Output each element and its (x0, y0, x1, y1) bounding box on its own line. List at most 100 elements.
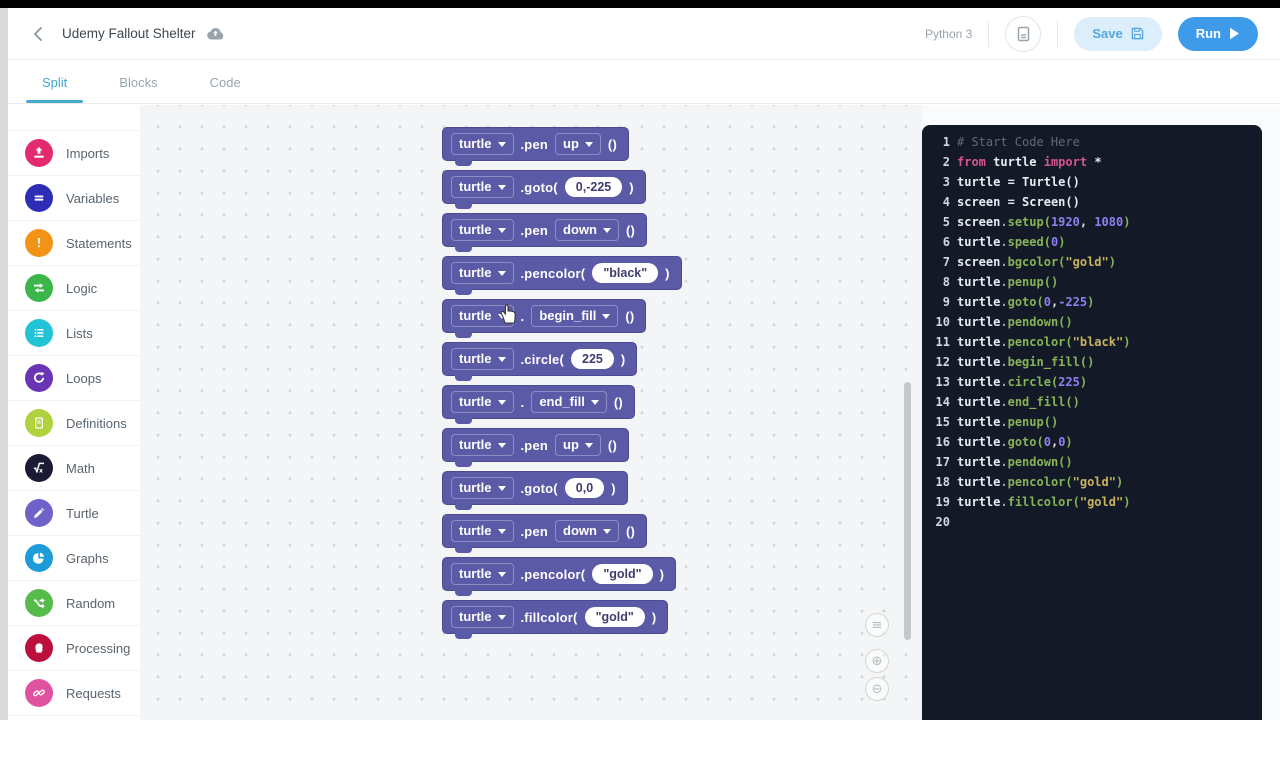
turtle-dropdown[interactable]: turtle (451, 520, 514, 542)
begin_fill-dropdown[interactable]: begin_fill (531, 305, 619, 327)
code-token: . (1000, 255, 1008, 269)
turtle-dropdown[interactable]: turtle (451, 348, 514, 370)
save-button[interactable]: Save (1074, 16, 1162, 51)
block-turtle-goto[interactable]: turtle.goto(0,0) (442, 471, 628, 510)
sidebar-item-variables[interactable]: Variables (8, 175, 140, 220)
code-token: turtle (957, 175, 1001, 189)
code-token: begin_fill() (1007, 355, 1095, 369)
sidebar-item-loops[interactable]: Loops (8, 355, 140, 400)
code-token: ) (1058, 235, 1066, 249)
sidebar-item-graphs[interactable]: Graphs (8, 535, 140, 580)
canvas-scrollbar[interactable] (904, 382, 911, 640)
sidebar-item-imports[interactable]: Imports (8, 130, 140, 175)
block-label: .pen (520, 222, 549, 238)
block-label: . (520, 308, 525, 324)
code-token: . (1000, 335, 1008, 349)
up-dropdown[interactable]: up (555, 133, 601, 155)
code-token: turtle (957, 495, 1001, 509)
sidebar-item-random[interactable]: Random (8, 580, 140, 625)
down-dropdown[interactable]: down (555, 520, 619, 542)
zoom-in-button[interactable]: ⊕ (865, 649, 889, 673)
block-label: .pen (520, 523, 549, 539)
block-turtle-pencolor[interactable]: turtle.pencolor("black") (442, 256, 682, 295)
sidebar-item-requests[interactable]: Requests (8, 670, 140, 715)
line-number: 7 (942, 255, 950, 269)
chevron-down-icon (497, 313, 506, 319)
code-token: 1920 (1050, 215, 1080, 229)
line-number: 8 (942, 275, 950, 289)
tab-blocks[interactable]: Blocks (119, 74, 158, 90)
block-turtle-circle[interactable]: turtle.circle(225) (442, 342, 638, 381)
tab-code[interactable]: Code (209, 74, 241, 90)
divider (988, 20, 990, 47)
turtle-dropdown[interactable]: turtle (451, 305, 514, 327)
code-token: screen (957, 195, 1001, 209)
sqrt-icon: x (25, 454, 53, 482)
block-turtle-fillcolor[interactable]: turtle.fillcolor("gold") (442, 600, 669, 639)
sidebar-item-logic[interactable]: Logic (8, 265, 140, 310)
sidebar-item-label: Turtle (66, 505, 99, 521)
sidebar-item-lists[interactable]: Lists (8, 310, 140, 355)
value-input[interactable]: "gold" (584, 607, 645, 627)
left-gutter (0, 8, 8, 720)
sidebar-item-turtle[interactable]: Turtle (8, 490, 140, 535)
code-token: setup( (1007, 215, 1051, 229)
block-turtle-begin-fill[interactable]: turtle. begin_fill () (442, 299, 647, 338)
code-token (986, 152, 993, 172)
center-blocks-button[interactable]: ≡ (865, 613, 889, 637)
chevron-down-icon (497, 399, 506, 405)
code-token (1037, 152, 1044, 172)
block-label: () (625, 308, 635, 324)
value-input[interactable]: 225 (571, 349, 614, 369)
code-token: turtle (957, 475, 1001, 489)
block-turtle-goto[interactable]: turtle.goto(0,-225) (442, 170, 646, 209)
sidebar-item-statements[interactable]: Statements (8, 220, 140, 265)
sidebar-item-processing[interactable]: Processing (8, 625, 140, 670)
zoom-out-button[interactable]: ⊖ (865, 677, 889, 701)
sidebar-item-definitions[interactable]: Definitions (8, 400, 140, 445)
tab-split[interactable]: Split (25, 61, 84, 103)
line-number: 19 (935, 495, 950, 509)
turtle-dropdown[interactable]: turtle (451, 391, 514, 413)
value-input[interactable]: 0,-225 (564, 177, 623, 197)
up-dropdown[interactable]: up (555, 434, 601, 456)
value-input[interactable]: "gold" (592, 564, 653, 584)
down-dropdown[interactable]: down (555, 219, 619, 241)
back-button[interactable] (26, 22, 50, 46)
turtle-dropdown[interactable]: turtle (451, 262, 514, 284)
block-label: ) (620, 351, 626, 367)
turtle-dropdown[interactable]: turtle (451, 219, 514, 241)
turtle-dropdown[interactable]: turtle (451, 477, 514, 499)
turtle-dropdown[interactable]: turtle (451, 606, 514, 628)
code-token: turtle (957, 275, 1001, 289)
floppy-save-icon (1131, 27, 1143, 40)
chevron-down-icon (497, 528, 506, 534)
code-token: . (1000, 475, 1008, 489)
logbook-button[interactable] (1005, 15, 1042, 52)
upload-icon (25, 139, 53, 167)
block-turtle-end-fill[interactable]: turtle.end_fill() (442, 385, 635, 424)
turtle-dropdown[interactable]: turtle (451, 563, 514, 585)
value-input[interactable]: 0,0 (564, 478, 605, 498)
turtle-dropdown[interactable]: turtle (451, 434, 514, 456)
run-button-label: Run (1195, 26, 1221, 41)
value-input[interactable]: "black" (592, 263, 659, 283)
turtle-dropdown[interactable]: turtle (451, 133, 514, 155)
run-button[interactable]: Run (1177, 16, 1258, 51)
sidebar-item-label: Logic (66, 280, 98, 296)
line-number: 10 (935, 315, 950, 329)
chevron-down-icon (497, 485, 506, 491)
turtle-dropdown[interactable]: turtle (451, 176, 514, 198)
code-token: ) (1065, 435, 1073, 449)
project-title: Udemy Fallout Shelter (62, 26, 196, 41)
block-turtle-pencolor[interactable]: turtle.pencolor("gold") (442, 557, 677, 596)
end_fill-dropdown[interactable]: end_fill (531, 391, 607, 413)
